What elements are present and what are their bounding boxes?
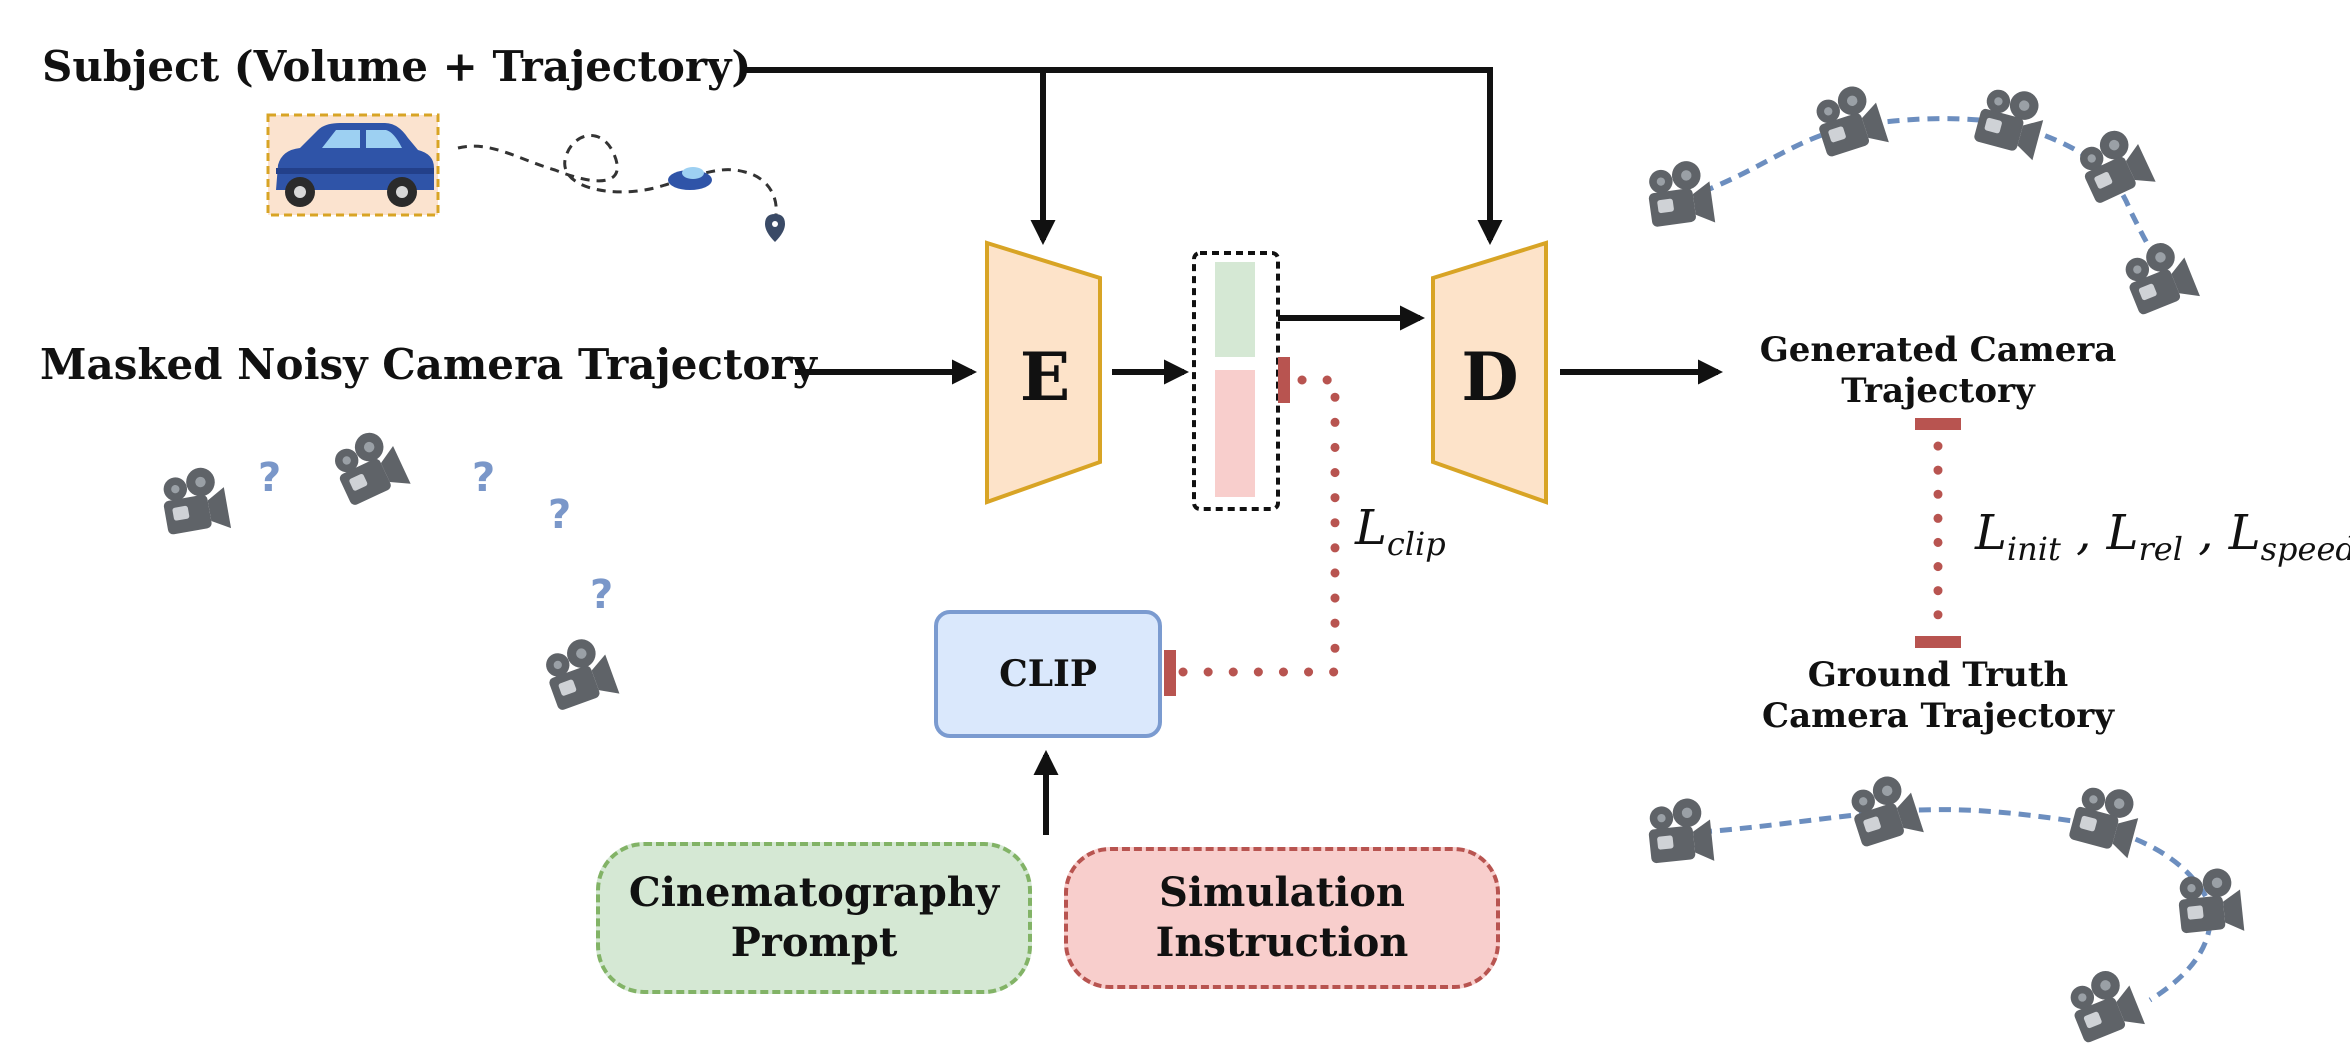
clip-loss-label: Lclip bbox=[1355, 500, 1446, 564]
clip-loss-connection bbox=[1173, 375, 1340, 677]
small-car-icon bbox=[668, 167, 712, 190]
question-mark: ? bbox=[590, 572, 614, 618]
subject-to-encoder-arrow bbox=[742, 67, 1056, 246]
clip-label: CLIP bbox=[999, 653, 1097, 695]
subject-to-decoder-arrow bbox=[1043, 67, 1503, 246]
ground-truth-trajectory-path bbox=[1699, 807, 2214, 1003]
camera-icon bbox=[1844, 770, 1924, 852]
camera-icon bbox=[2117, 235, 2200, 320]
camera-icon bbox=[326, 424, 411, 511]
latent-simulation-part bbox=[1215, 370, 1255, 497]
decoder-block bbox=[1431, 240, 1548, 505]
clip-loss-anchor bbox=[1164, 650, 1176, 696]
subject-trajectory-path bbox=[457, 134, 778, 221]
question-mark: ? bbox=[472, 455, 496, 501]
question-mark: ? bbox=[548, 492, 572, 538]
camera-icon bbox=[1972, 81, 2050, 161]
camera-icon bbox=[2071, 122, 2156, 209]
location-pin-icon bbox=[765, 214, 785, 242]
subject-label: Subject (Volume + Trajectory) bbox=[42, 42, 752, 91]
camera-icon bbox=[538, 632, 620, 715]
latent-loss-anchor bbox=[1278, 357, 1290, 403]
encoder-block bbox=[985, 240, 1102, 505]
camera-icon bbox=[2175, 866, 2245, 938]
simulation-instruction-box: Simulation Instruction bbox=[1064, 847, 1500, 989]
camera-icon bbox=[1644, 158, 1716, 232]
latent-cinematography-part bbox=[1215, 262, 1255, 357]
camera-icon bbox=[1645, 796, 1715, 868]
car-icon bbox=[276, 123, 434, 207]
encoder-label: E bbox=[1019, 338, 1071, 416]
generated-loss-anchor bbox=[1915, 418, 1961, 430]
cinematography-prompt-box: Cinematography Prompt bbox=[596, 842, 1032, 994]
camera-icon bbox=[2062, 963, 2145, 1048]
cinematography-prompt-label: Cinematography Prompt bbox=[628, 869, 1000, 966]
ground-truth-label: Ground Truth Camera Trajectory bbox=[1762, 655, 2114, 736]
decoder-label: D bbox=[1461, 338, 1519, 416]
question-mark: ? bbox=[258, 455, 282, 501]
generated-trajectory-label: Generated Camera Trajectory bbox=[1759, 330, 2117, 411]
generated-trajectory-path bbox=[1701, 116, 2172, 280]
ground-truth-loss-anchor bbox=[1915, 636, 1961, 648]
masked-trajectory-label: Masked Noisy Camera Trajectory bbox=[40, 340, 817, 389]
camera-icon bbox=[1809, 80, 1889, 162]
clip-block: CLIP bbox=[934, 610, 1162, 738]
simulation-instruction-label: Simulation Instruction bbox=[1155, 869, 1409, 966]
camera-icon bbox=[158, 464, 232, 539]
trajectory-loss-label: Linit , Lrel , Lspeed bbox=[1975, 505, 2350, 569]
camera-icon bbox=[2067, 779, 2145, 859]
